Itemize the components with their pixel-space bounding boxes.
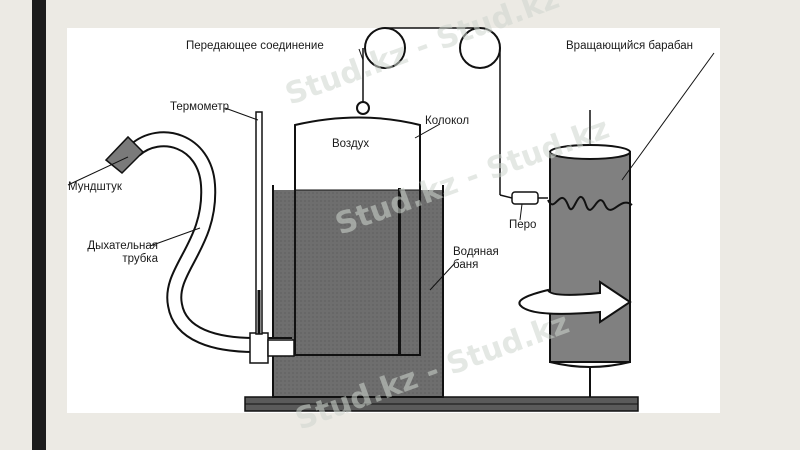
label-water-bath-line1: Водяная: [453, 246, 499, 258]
leader-lines: [67, 48, 715, 291]
label-rotating-drum: Вращающийся барабан: [566, 40, 694, 52]
transfer-link: [356, 27, 513, 199]
label-breathing-tube-line1: Дыхательная: [87, 240, 158, 252]
bell: [294, 116, 421, 356]
slide-accent-bar: [32, 0, 46, 450]
label-thermometer: Термометр: [170, 101, 230, 113]
label-breathing-tube-line2: трубка: [122, 253, 158, 265]
base-plate: [244, 396, 639, 412]
watermark-text-1: Stud.kz - Stud.kz: [281, 0, 564, 113]
label-breathing-tube: Дыхательная трубка: [78, 240, 158, 266]
label-air: Воздух: [332, 138, 370, 150]
breathing-tube: [129, 131, 295, 364]
mouthpiece: [104, 135, 145, 175]
label-bell: Колокол: [425, 115, 470, 127]
pen: [511, 191, 548, 205]
thermometer: [255, 111, 263, 335]
label-transfer-link: Передающее соединение: [186, 40, 324, 52]
label-mouthpiece: Мундштук: [68, 181, 122, 193]
label-water-bath: Водяная баня: [453, 246, 499, 272]
rotating-drum: [547, 110, 633, 397]
label-pen: Перо: [509, 219, 537, 231]
label-water-bath-line2: баня: [453, 259, 479, 271]
rotation-arrow: [518, 280, 632, 324]
